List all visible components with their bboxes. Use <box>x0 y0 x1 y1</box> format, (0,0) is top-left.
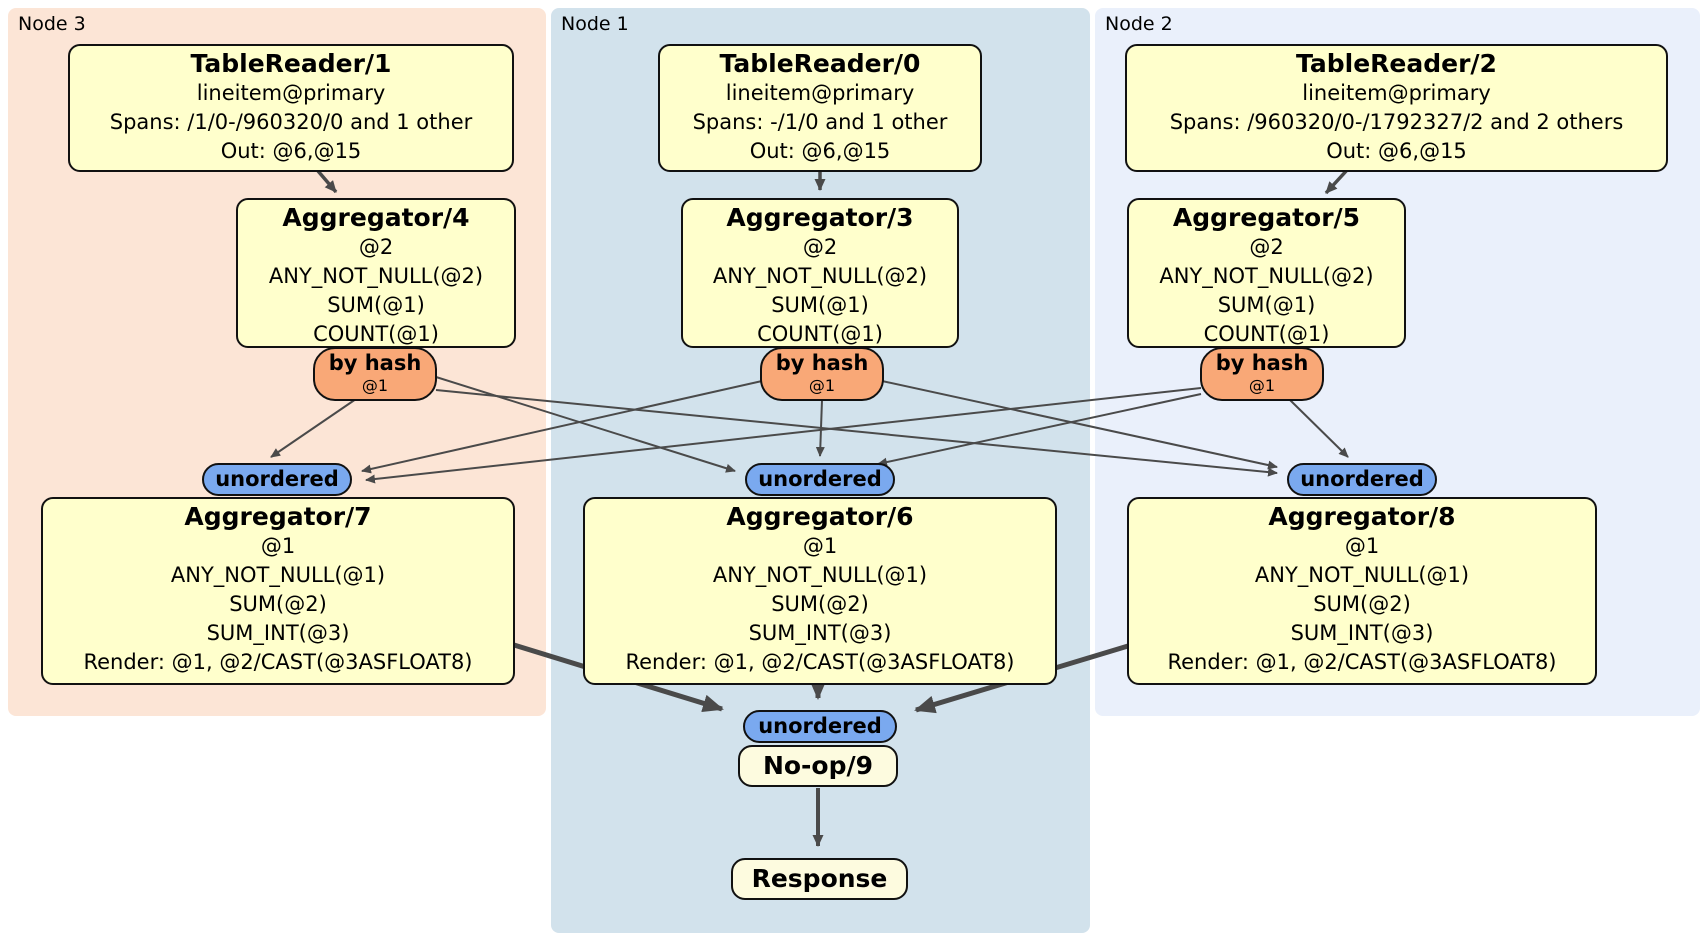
processor-detail: SUM(@1) <box>1217 293 1316 317</box>
router-label: by hash <box>775 351 869 375</box>
processor-aggregator-6: Aggregator/6 @1 ANY_NOT_NULL(@1) SUM(@2)… <box>583 497 1057 685</box>
processor-tablereader-2: TableReader/2 lineitem@primary Spans: /9… <box>1125 44 1668 172</box>
processor-title: Aggregator/4 <box>282 203 470 232</box>
processor-aggregator-4: Aggregator/4 @2 ANY_NOT_NULL(@2) SUM(@1)… <box>236 198 516 348</box>
processor-noop-9: No-op/9 <box>738 745 898 787</box>
edge-router2-sync3 <box>365 387 1202 484</box>
router-label: by hash <box>328 351 422 375</box>
processor-detail: Spans: /1/0-/960320/0 and 1 other <box>109 110 473 134</box>
unordered-sync-node2: unordered <box>1287 463 1437 496</box>
hash-router-edges <box>270 376 1349 484</box>
processor-detail: Render: @1, @2/CAST(@3ASFLOAT8) <box>625 650 1015 674</box>
edge-router1-sync1 <box>815 399 825 457</box>
processor-detail: SUM_INT(@3) <box>748 621 892 645</box>
processor-detail: lineitem@primary <box>725 81 915 105</box>
edge-router3-sync3 <box>270 398 357 458</box>
processor-detail: SUM(@2) <box>229 592 327 616</box>
processor-detail: Out: @6,@15 <box>749 139 891 163</box>
router-detail: @1 <box>361 376 389 395</box>
sync-label: unordered <box>215 467 339 491</box>
processor-detail: ANY_NOT_NULL(@1) <box>170 563 386 587</box>
processor-detail: @2 <box>358 235 394 259</box>
processor-title: Aggregator/3 <box>726 203 914 232</box>
router-detail: @1 <box>808 376 836 395</box>
processor-detail: lineitem@primary <box>1302 81 1491 105</box>
processor-detail: Render: @1, @2/CAST(@3ASFLOAT8) <box>1167 650 1557 674</box>
processor-title: TableReader/0 <box>719 49 921 78</box>
processor-detail: Out: @6,@15 <box>1326 139 1467 163</box>
edge-router3-sync1 <box>435 376 736 473</box>
hash-router-node2: by hash @1 <box>1200 347 1324 401</box>
processor-detail: COUNT(@1) <box>1203 322 1330 346</box>
processor-detail: SUM_INT(@3) <box>1290 621 1434 645</box>
processor-detail: SUM(@1) <box>771 293 869 317</box>
processor-aggregator-8: Aggregator/8 @1 ANY_NOT_NULL(@1) SUM(@2)… <box>1127 497 1597 685</box>
processor-detail: Out: @6,@15 <box>220 139 362 163</box>
hash-router-node3: by hash @1 <box>313 347 437 401</box>
processor-detail: Render: @1, @2/CAST(@3ASFLOAT8) <box>83 650 473 674</box>
processor-aggregator-5: Aggregator/5 @2 ANY_NOT_NULL(@2) SUM(@1)… <box>1127 198 1406 348</box>
unordered-sync-node3: unordered <box>202 463 352 496</box>
tablereader-to-aggregator-edges <box>316 167 1350 195</box>
processor-detail: COUNT(@1) <box>757 322 883 346</box>
edge-router1-sync3 <box>361 380 763 474</box>
response-title: Response <box>751 864 888 893</box>
processor-detail: ANY_NOT_NULL(@1) <box>712 563 928 587</box>
edge-tr1-agg4 <box>316 169 338 194</box>
edge-tr2-agg5 <box>1324 167 1350 195</box>
processor-detail: @1 <box>260 534 296 558</box>
processor-detail: ANY_NOT_NULL(@2) <box>268 264 484 288</box>
processor-title: TableReader/2 <box>1296 49 1497 78</box>
processor-detail: SUM(@2) <box>1313 592 1411 616</box>
router-detail: @1 <box>1248 376 1276 395</box>
processor-tablereader-0: TableReader/0 lineitem@primary Spans: -/… <box>658 44 982 172</box>
processor-detail: @2 <box>1249 235 1284 259</box>
processor-detail: @2 <box>802 235 838 259</box>
processor-detail: COUNT(@1) <box>313 322 439 346</box>
processor-detail: @1 <box>1344 534 1380 558</box>
edge-router2-sync2 <box>1289 399 1349 458</box>
processor-detail: Spans: /960320/0-/1792327/2 and 2 others <box>1169 110 1624 134</box>
processor-aggregator-7: Aggregator/7 @1 ANY_NOT_NULL(@1) SUM(@2)… <box>41 497 515 685</box>
processor-title: TableReader/1 <box>190 49 392 78</box>
processor-title: Aggregator/6 <box>726 502 914 531</box>
processor-detail: ANY_NOT_NULL(@2) <box>1159 264 1374 288</box>
processor-aggregator-3: Aggregator/3 @2 ANY_NOT_NULL(@2) SUM(@1)… <box>681 198 959 348</box>
unordered-sync-final: unordered <box>743 710 897 743</box>
processor-title: Aggregator/7 <box>184 502 372 531</box>
edge-router2-sync1 <box>877 393 1202 467</box>
edge-router3-sync2 <box>435 389 1278 477</box>
sync-label: unordered <box>1300 467 1424 491</box>
response-box: Response <box>731 858 908 900</box>
processor-detail: lineitem@primary <box>196 81 386 105</box>
processor-tablereader-1: TableReader/1 lineitem@primary Spans: /1… <box>68 44 514 172</box>
processor-detail: SUM(@1) <box>327 293 425 317</box>
processor-title: Aggregator/5 <box>1172 203 1361 232</box>
region-node1-label: Node 1 <box>561 13 629 35</box>
processor-detail: SUM(@2) <box>771 592 869 616</box>
region-node2-label: Node 2 <box>1105 13 1173 35</box>
region-node3-label: Node 3 <box>18 13 86 35</box>
processor-title: Aggregator/8 <box>1268 502 1456 531</box>
sync-label: unordered <box>758 714 882 738</box>
router-label: by hash <box>1215 351 1309 375</box>
processor-detail: Spans: -/1/0 and 1 other <box>692 110 948 134</box>
processor-detail: SUM_INT(@3) <box>206 621 350 645</box>
sync-label: unordered <box>758 467 882 491</box>
edge-router1-sync2 <box>881 380 1278 470</box>
processor-title: No-op/9 <box>762 751 874 780</box>
processor-detail: ANY_NOT_NULL(@2) <box>712 264 928 288</box>
unordered-sync-node1: unordered <box>745 463 895 496</box>
hash-router-node1: by hash @1 <box>760 347 884 401</box>
processor-detail: @1 <box>802 534 838 558</box>
processor-detail: ANY_NOT_NULL(@1) <box>1254 563 1470 587</box>
